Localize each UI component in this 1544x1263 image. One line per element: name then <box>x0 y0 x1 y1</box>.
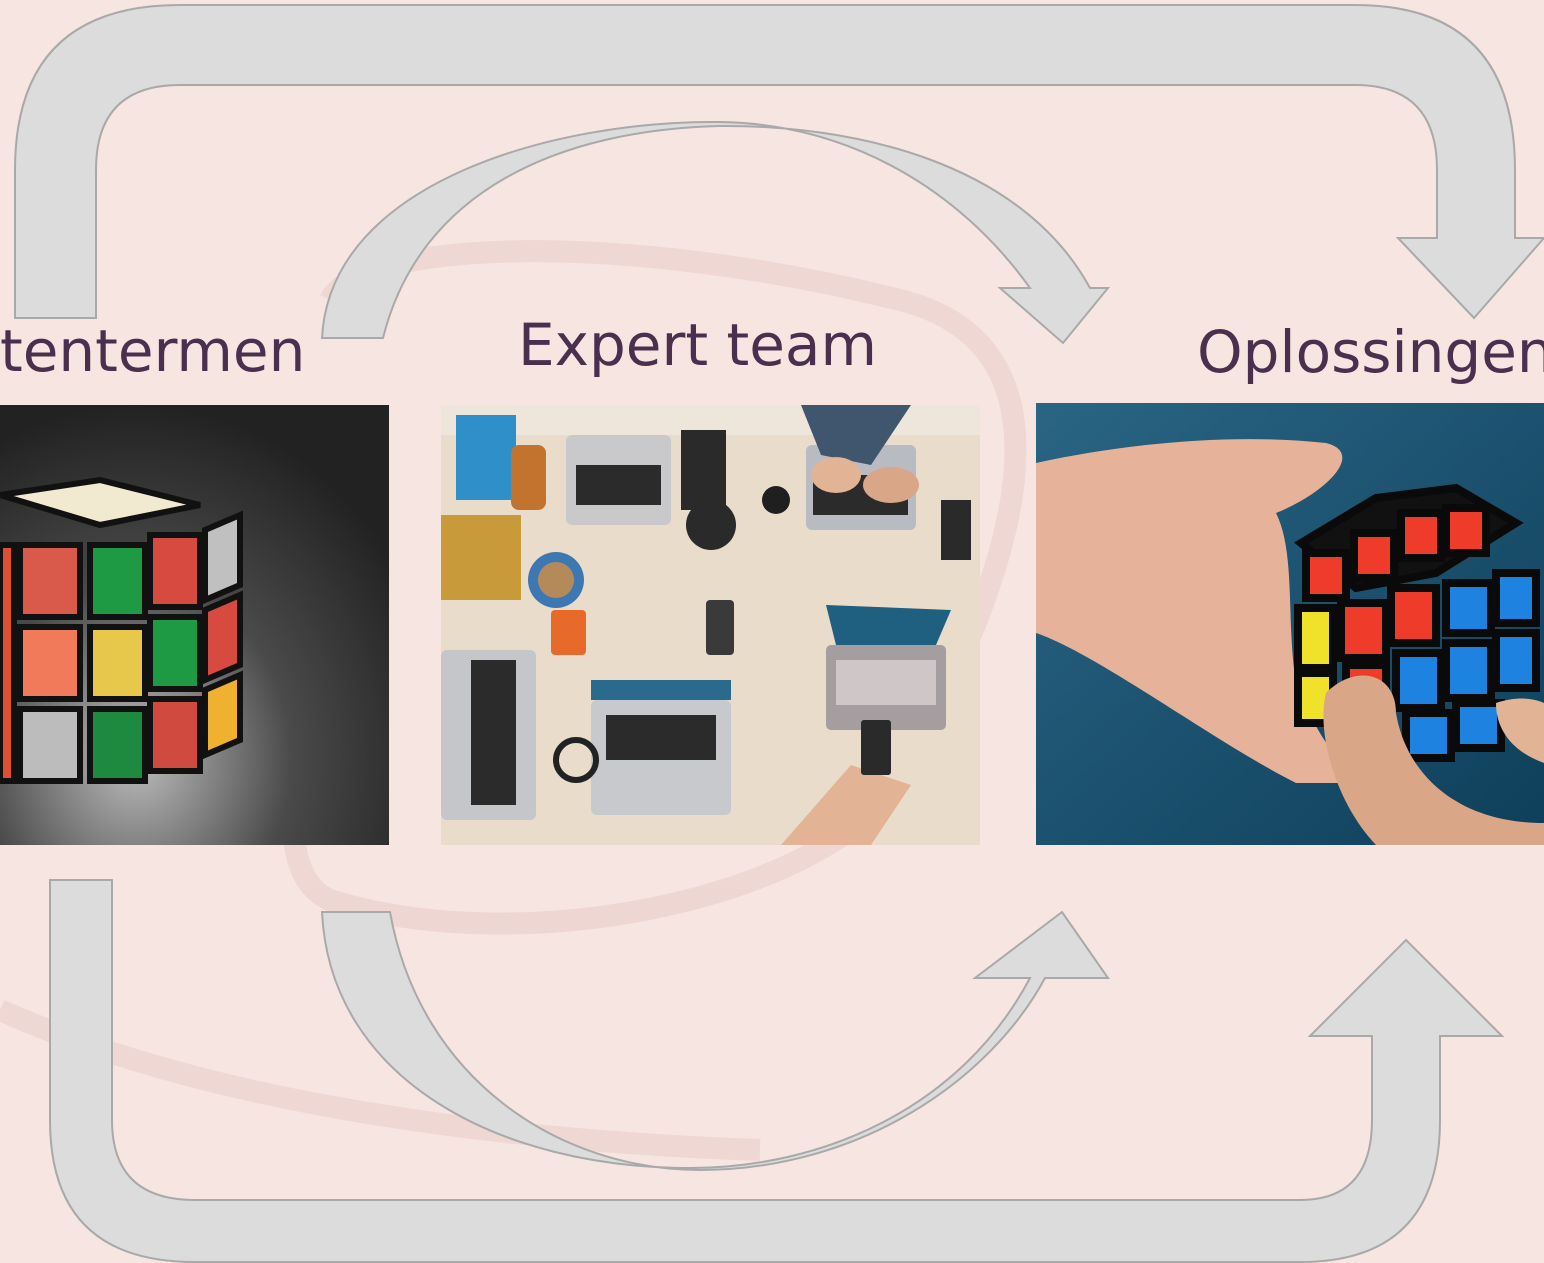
rubiks-cube-photo <box>0 405 389 845</box>
label-right: Oplossingen <box>1197 318 1544 386</box>
hands-cube-photo <box>1036 403 1544 845</box>
top-loop-arrow <box>14 4 1544 320</box>
top-curve-arrow <box>320 120 1111 345</box>
label-center: Expert team <box>518 311 877 379</box>
team-laptops-photo <box>441 405 980 845</box>
label-left: tentermen <box>0 317 306 385</box>
bottom-curve-arrow <box>320 910 1110 1172</box>
bottom-loop-arrow <box>49 879 1505 1263</box>
